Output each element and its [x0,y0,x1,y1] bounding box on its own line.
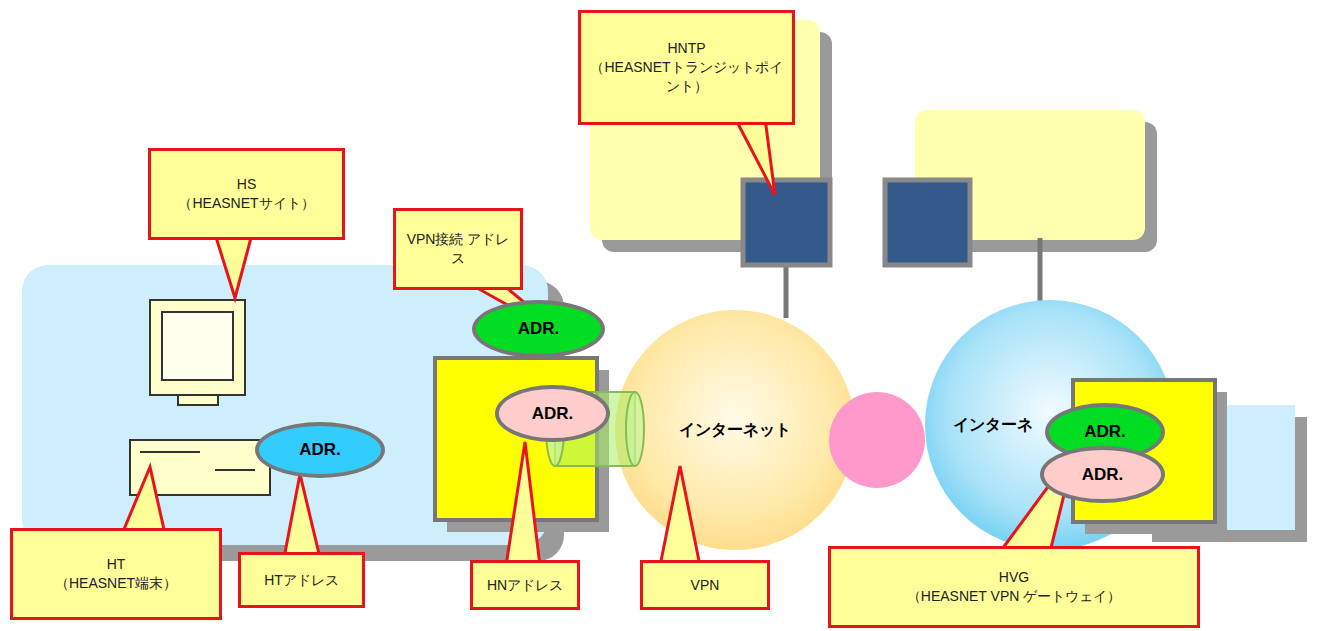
callout-tails [122,118,1075,566]
callout-text: VPN [691,576,720,595]
callout-heading: HS [237,175,256,194]
callout-text: HTアドレス [264,571,339,590]
node-label: インターネ [953,415,1033,436]
node-label: ADR. [299,440,341,460]
callout-box: VPN接続 アドレス [393,208,523,290]
callout-box: HT（HEASNET端末） [10,528,222,620]
transit-router [885,180,970,265]
callout-box: HNアドレス [470,560,580,610]
node-label: ADR. [518,319,560,339]
node-label: ADR. [1084,422,1126,442]
node-label: インターネット [679,420,791,441]
callout-box: HS（HEASNETサイト） [148,148,345,240]
address-ellipse: ADR. [255,422,385,478]
internet-cloud: インターネット [615,310,855,550]
link-line [1038,238,1043,306]
exchange-point [829,392,925,488]
callout-box: HTアドレス [238,552,365,608]
callout-heading: HT [107,555,126,574]
vpn-tunnel [546,392,644,466]
transit-router [743,180,830,265]
callout-text: （HEASNETサイト） [178,194,314,213]
callout-text: （HEASNET端末） [55,574,177,593]
callout-heading: HVG [999,568,1029,587]
address-ellipse: ADR. [472,300,605,358]
link-line [784,262,789,318]
callout-heading: HNTP [667,39,705,58]
callout-box: VPN [640,560,770,610]
node-label: ADR. [532,404,574,424]
callout-text: HNアドレス [487,576,563,595]
callout-text: VPN接続 アドレス [404,230,512,268]
address-ellipse: ADR. [495,385,610,442]
callout-text: （HEASNET VPN ゲートウェイ） [907,587,1121,606]
callout-text: （HEASNETトランジットポイント） [589,58,784,96]
address-ellipse: ADR. [1040,446,1165,503]
callout-box: HVG（HEASNET VPN ゲートウェイ） [828,546,1200,628]
node-label: ADR. [1082,465,1124,485]
vpn-gateway [1073,380,1215,522]
callout-box: HNTP（HEASNETトランジットポイント） [578,10,795,125]
